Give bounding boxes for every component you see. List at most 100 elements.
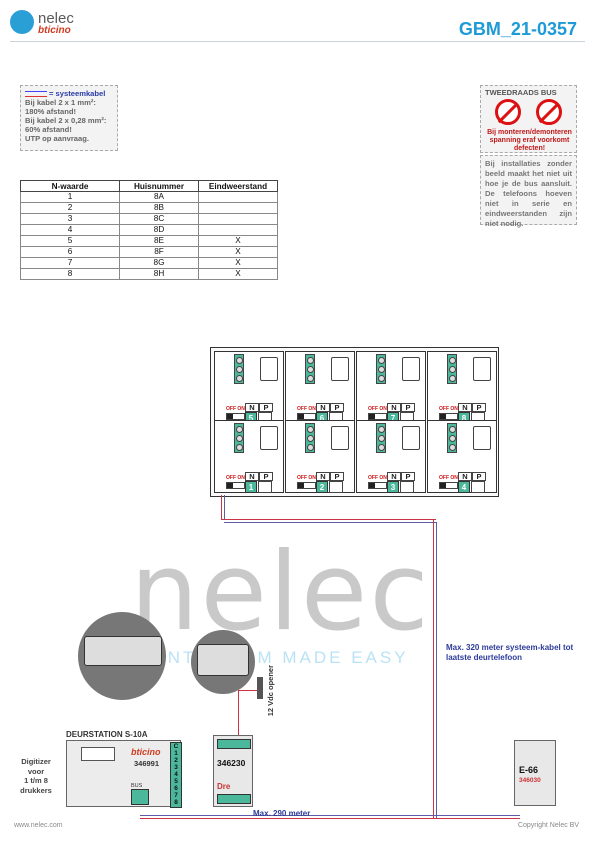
handset-icon [260,426,278,450]
table-cell: X [198,257,278,269]
p-header: P [472,403,486,412]
terminal-label: 2 [174,757,178,764]
terminal-block [305,423,315,453]
psu-terminals [217,794,251,804]
door-telephone: OFF ON N P 6 [285,351,355,424]
cable-note-line: 60% afstand! [25,125,72,134]
digitizer-note-line: drukkers [20,785,52,795]
switch-label: OFF ON [368,406,387,412]
p-value [329,481,343,493]
p-header: P [259,403,273,412]
p-header: P [259,472,273,481]
door-telephone: OFF ON N P 8 [427,351,497,424]
n-header: N [458,472,472,481]
table-cell: 8B [119,202,199,214]
sub-brand-name: bticino [38,25,71,36]
table-cell: 8 [20,268,120,280]
cable-note-line: 180% afstand! [25,107,77,116]
table-cell: X [198,246,278,258]
bus-wire [224,495,225,520]
keypad-connector [81,747,115,761]
warning-box: TWEEDRAADS BUS Bij monteren/demonteren s… [480,85,577,153]
switch-label: OFF ON [439,475,458,481]
n-header: N [387,403,401,412]
terminal-label: 4 [174,771,178,778]
brand-name: nelec [38,10,74,27]
system-cable-icon [25,91,47,97]
bus-wire [224,522,436,523]
np-block: N P 1 [230,472,284,493]
cable-note-line: Bij kabel 2 x 0,28 mm²: [25,116,107,125]
handset-icon [260,357,278,381]
table-header: N-waarde [20,180,120,192]
p-header: P [330,403,344,412]
lock-label: 12 Vdc opener [266,665,275,717]
psu-model: 346230 [217,758,246,768]
code-digitizer-detail [84,636,162,666]
e66-model: 346030 [519,777,541,784]
cable-legend: = systeemkabel [49,89,106,98]
np-block: N P 3 [372,472,426,493]
table-cell: X [198,268,278,280]
no-power-icon [536,99,562,125]
door-station-label: DEURSTATION S-10A [66,730,148,739]
cable-note-line: UTP op aanvraag. [25,134,90,143]
table-cell: 1 [20,191,120,203]
p-value [400,481,414,493]
psu-switch-detail [197,644,249,676]
warning-title: TWEEDRAADS BUS [485,88,557,97]
handset-icon [331,426,349,450]
table-cell: 7 [20,257,120,269]
terminal-block [376,354,386,384]
terminal-block [447,423,457,453]
table-cell: 6 [20,246,120,258]
max-distance-note: Max. 320 meter systeem-kabel tot laatste… [446,643,574,662]
bus-wire [433,519,434,819]
digitizer-note: Digitizer voor 1 t/m 8 drukkers [12,757,60,795]
termination-switch [226,482,245,489]
digitizer-note-line: 1 t/m 8 [24,776,48,785]
terminal-label: 7 [174,792,178,799]
e66-module: E-66 346030 [514,740,556,806]
np-block: N P 4 [443,472,497,493]
n-header: N [387,472,401,481]
detail-zoom-circle [191,630,255,694]
table-cell: X [198,235,278,247]
terminal-block [234,423,244,453]
table-cell [198,202,278,214]
door-station-model: 346991 [134,759,160,768]
termination-switch [297,413,316,420]
switch-label: OFF ON [297,475,316,481]
terminal-label: 5 [174,778,178,785]
bus-wire [221,495,222,520]
bus-wire [221,519,436,520]
termination-switch [368,482,387,489]
door-telephone: OFF ON N P 7 [356,351,426,424]
handset-icon [473,357,491,381]
n-value: 4 [458,481,470,493]
table-header: Eindweerstand [198,180,278,192]
max-290-note: Max. 290 meter [253,809,311,818]
watermark: nelec [130,530,431,655]
door-station: bticino 346991 BUS C 1 2 3 4 5 6 7 8 [66,740,182,808]
bus-wire [140,818,520,819]
lock-wire [238,690,258,691]
switch-label: OFF ON [368,475,387,481]
no-plug-icon [495,99,521,125]
handset-icon [402,357,420,381]
table-cell: 4 [20,224,120,236]
install-note: Bij installaties zonder beeld maakt het … [480,155,577,228]
n-header: N [245,472,259,481]
table-header: Huisnummer [119,180,199,192]
bus-wire [436,522,437,819]
cable-note: = systeemkabel Bij kabel 2 x 1 mm²: 180%… [20,85,118,151]
terminal-label: 6 [174,785,178,792]
bus-terminal-label: BUS [131,783,143,789]
table-cell: 8F [119,246,199,258]
button-terminals: C 1 2 3 4 5 6 7 8 [170,742,182,808]
door-telephone: OFF ON N P 3 [356,420,426,493]
